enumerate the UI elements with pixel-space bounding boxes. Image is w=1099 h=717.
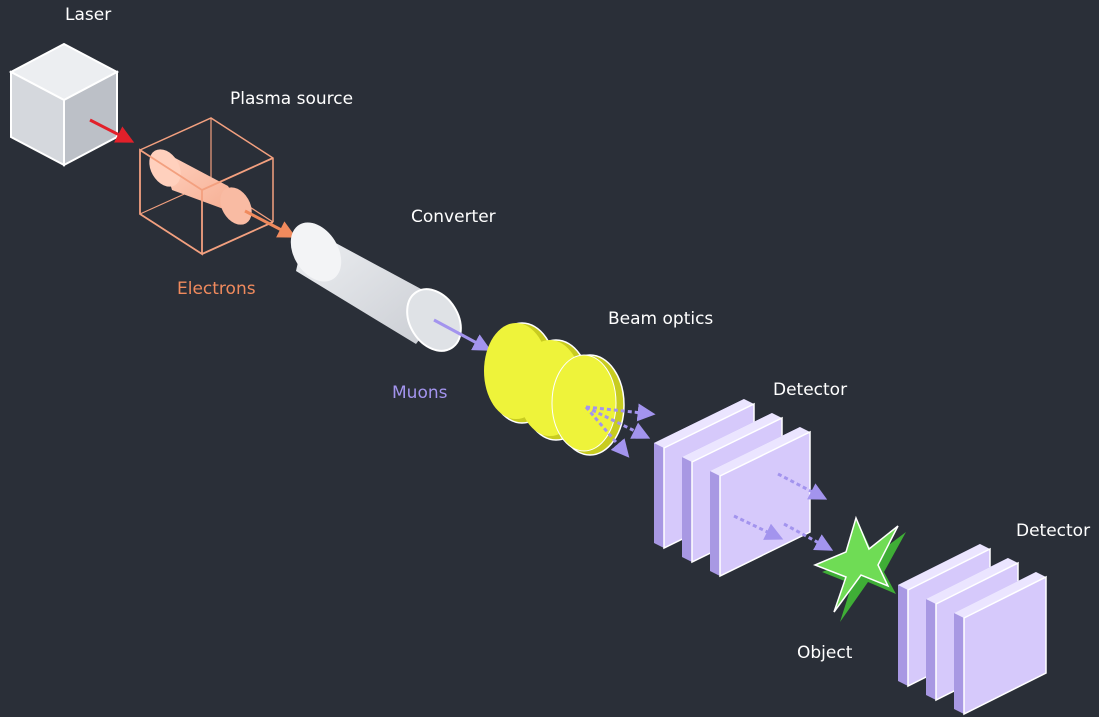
laser-beam-arrow bbox=[89, 118, 135, 143]
label-detector-2: Detector bbox=[1016, 521, 1091, 541]
laser-cube bbox=[8, 42, 120, 167]
beam-optics-lenses bbox=[484, 322, 625, 456]
label-object: Object bbox=[797, 643, 853, 663]
label-beam-optics: Beam optics bbox=[608, 309, 714, 329]
object-star bbox=[812, 515, 906, 622]
label-muons: Muons bbox=[392, 383, 448, 403]
label-plasma-source: Plasma source bbox=[230, 89, 354, 109]
transmitted-muon-arrows bbox=[733, 472, 834, 551]
plasma-source-box bbox=[139, 117, 274, 256]
label-electrons: Electrons bbox=[177, 279, 256, 299]
label-converter: Converter bbox=[411, 207, 496, 227]
detector-1 bbox=[654, 399, 811, 578]
diverging-muon-arrows bbox=[584, 403, 656, 458]
label-detector-1: Detector bbox=[773, 380, 848, 400]
detector-2 bbox=[898, 544, 1047, 716]
converter-cylinder bbox=[290, 222, 462, 352]
muon-beam-arrow bbox=[433, 318, 492, 351]
detector-2-plate bbox=[954, 572, 1047, 716]
label-laser: Laser bbox=[65, 5, 112, 25]
plasma-cylinder bbox=[149, 149, 252, 225]
electron-beam-arrow bbox=[244, 209, 297, 238]
